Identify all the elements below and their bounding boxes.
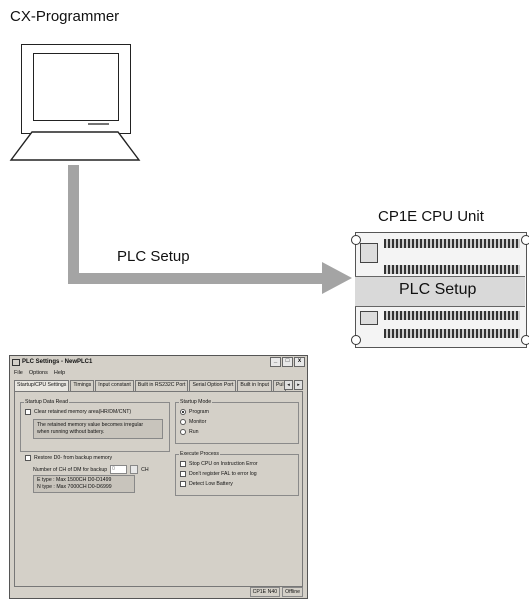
tab-startup-cpu-settings[interactable]: Startup/CPU Settings	[14, 380, 70, 391]
mode-monitor-row[interactable]: Monitor	[180, 419, 206, 425]
arrow-shaft-vertical	[68, 165, 79, 280]
plc-setup-box-label: PLC Setup	[399, 281, 477, 298]
etype-range: E type : Max 1500CH D0-D1499	[37, 477, 112, 483]
menu-file[interactable]: File	[14, 370, 23, 376]
tab-builtin-rs232c[interactable]: Built in RS232C Port	[134, 380, 189, 391]
clear-retained-label: Clear retained memory area(HR/DM/CNT)	[34, 409, 132, 415]
minimize-button[interactable]: _	[270, 357, 281, 367]
arrow-head-icon	[322, 262, 352, 294]
plc-setup-arrow-label: PLC Setup	[117, 248, 190, 265]
computer-screen	[33, 53, 119, 121]
maximize-button[interactable]: □	[282, 357, 293, 367]
mode-run-radio[interactable]	[180, 429, 186, 435]
execute-process-title: Execute Process	[179, 451, 220, 457]
menu-help[interactable]: Help	[53, 370, 66, 376]
low-battery-row[interactable]: Detect Low Battery	[180, 481, 233, 487]
stop-cpu-checkbox[interactable]	[180, 461, 186, 467]
cpu-unit-label: CP1E CPU Unit	[378, 208, 484, 225]
status-plc-model: CP1E N40	[249, 587, 281, 597]
dm-range-box: E type : Max 1500CH D0-D1499 N type : Ma…	[33, 475, 135, 493]
window-titlebar: PLC Settings - NewPLC1 _ □ x	[10, 356, 307, 368]
restore-d0-row[interactable]: Restore D0- from backup memory	[25, 455, 112, 461]
fal-log-row[interactable]: Don't register FAL to error log	[180, 471, 257, 477]
startup-mode-group: Startup Mode Program Monitor Run	[175, 399, 299, 444]
tab-scroll-left-icon[interactable]: ◂	[284, 380, 293, 390]
clear-note-line1: The retained memory value becomes irregu…	[37, 422, 144, 428]
window-app-icon	[12, 358, 20, 366]
startup-data-read-title: Startup Data Read	[24, 399, 69, 405]
tab-serial-option-port[interactable]: Serial Option Port	[189, 380, 237, 391]
ntype-range: N type : Max 7000CH D0-D6999	[37, 484, 112, 490]
mode-program-radio[interactable]	[180, 409, 186, 415]
clear-retained-row[interactable]: Clear retained memory area(HR/DM/CNT)	[25, 409, 131, 415]
stop-cpu-label: Stop CPU on Instruction Error	[189, 461, 258, 467]
num-ch-input[interactable]: 0	[110, 465, 128, 474]
mode-monitor-radio[interactable]	[180, 419, 186, 425]
restore-d0-checkbox[interactable]	[25, 455, 31, 461]
fal-log-label: Don't register FAL to error log	[189, 471, 257, 477]
startup-data-read-group: Startup Data Read Clear retained memory …	[20, 399, 170, 452]
stop-cpu-row[interactable]: Stop CPU on Instruction Error	[180, 461, 258, 467]
clear-retained-note-box: The retained memory value becomes irregu…	[33, 419, 163, 439]
tab-scroll-right-icon[interactable]: ▸	[294, 380, 303, 390]
mode-run-label: Run	[189, 429, 199, 435]
settings-panel: Startup Data Read Clear retained memory …	[14, 391, 303, 587]
window-title: PLC Settings - NewPLC1	[22, 359, 93, 365]
num-ch-spinner[interactable]	[130, 465, 139, 474]
restore-group: Restore D0- from backup memory Number of…	[20, 454, 170, 502]
fal-log-checkbox[interactable]	[180, 471, 186, 477]
menu-bar: File Options Help	[10, 368, 307, 378]
close-button[interactable]: x	[294, 357, 305, 367]
tab-builtin-input[interactable]: Built in Input	[237, 380, 272, 391]
restore-d0-label: Restore D0- from backup memory	[34, 455, 113, 461]
clear-note-line2: when running without battery.	[37, 429, 105, 435]
plc-setup-band	[355, 276, 525, 307]
num-ch-unit: CH	[141, 466, 149, 473]
mode-run-row[interactable]: Run	[180, 429, 199, 435]
low-battery-label: Detect Low Battery	[189, 481, 233, 487]
execute-process-group: Execute Process Stop CPU on Instruction …	[175, 451, 299, 496]
tab-timings[interactable]: Timings	[70, 380, 95, 391]
mode-monitor-label: Monitor	[189, 419, 207, 425]
cx-programmer-label: CX-Programmer	[10, 8, 120, 25]
status-bar: CP1E N40 Offline	[249, 587, 303, 597]
tab-input-constant[interactable]: Input constant	[95, 380, 134, 391]
num-ch-row: Number of CH of DM for backup 0 CH	[33, 465, 149, 474]
num-ch-label: Number of CH of DM for backup	[33, 466, 108, 473]
arrow-shaft-horizontal	[68, 273, 326, 284]
clear-retained-checkbox[interactable]	[25, 409, 31, 415]
tab-strip: Startup/CPU Settings Timings Input const…	[14, 380, 303, 391]
plc-settings-window: PLC Settings - NewPLC1 _ □ x File Option…	[9, 355, 308, 599]
startup-mode-title: Startup Mode	[179, 399, 213, 405]
menu-options[interactable]: Options	[28, 370, 48, 376]
mode-program-label: Program	[189, 409, 209, 415]
mode-program-row[interactable]: Program	[180, 409, 209, 415]
low-battery-checkbox[interactable]	[180, 481, 186, 487]
status-connection: Offline	[282, 587, 303, 597]
